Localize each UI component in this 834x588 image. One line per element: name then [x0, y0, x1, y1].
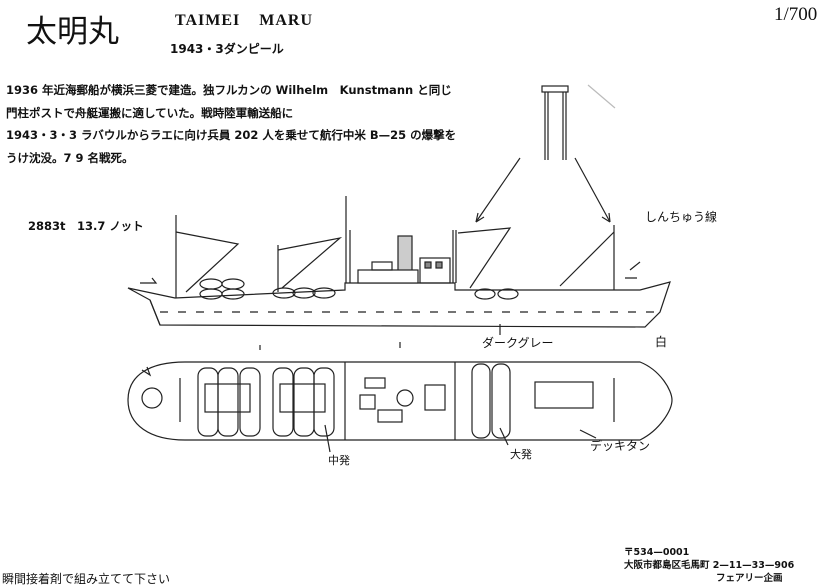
mast-detail-inset: [475, 84, 616, 223]
plan-view: [127, 361, 673, 453]
description-line: うけ沈没。7 9 名戦死。: [6, 151, 134, 165]
scale-label: 1/700: [774, 4, 818, 25]
label-white: 白: [655, 335, 668, 349]
boats-side: [199, 278, 519, 300]
ship-specs: 2883t 13.7 ノット: [28, 219, 144, 233]
title-japanese: 太明丸: [26, 14, 119, 50]
description-line: 門柱ポストで舟艇運搬に適していた。戦時陸軍輸送船に: [6, 106, 294, 120]
postal-code: 〒534—0001: [624, 547, 690, 558]
title-english: TAIMEI MARU: [175, 12, 314, 29]
boats-plan: [197, 363, 511, 439]
label-dark-gray: ダークグレー: [482, 336, 554, 350]
company-name: フェアリー企画: [716, 573, 783, 584]
label-daihatsu: 大発: [510, 448, 532, 461]
assembly-note: 瞬間接着剤で組み立てて下さい: [2, 572, 171, 586]
description-line: 1936 年近海郵船が横浜三菱で建造。独フルカンの Wilhelm Kunstm…: [6, 83, 452, 97]
label-chuhatsu: 中発: [328, 454, 350, 467]
label-brass-line: しんちゅう線: [645, 210, 718, 224]
description-line: 1943・3・3 ラバウルからラエに向け兵員 202 人を乗せて航行中米 B—2…: [6, 128, 457, 142]
arrow-right: [574, 157, 611, 223]
arrow-left: [475, 157, 521, 223]
label-deck-tan: デッキタン: [590, 439, 651, 453]
subtitle: 1943・3ダンピール: [170, 42, 284, 56]
side-profile: [127, 196, 671, 350]
address: 大阪市都島区毛馬町 2—11—33—906: [624, 560, 795, 571]
